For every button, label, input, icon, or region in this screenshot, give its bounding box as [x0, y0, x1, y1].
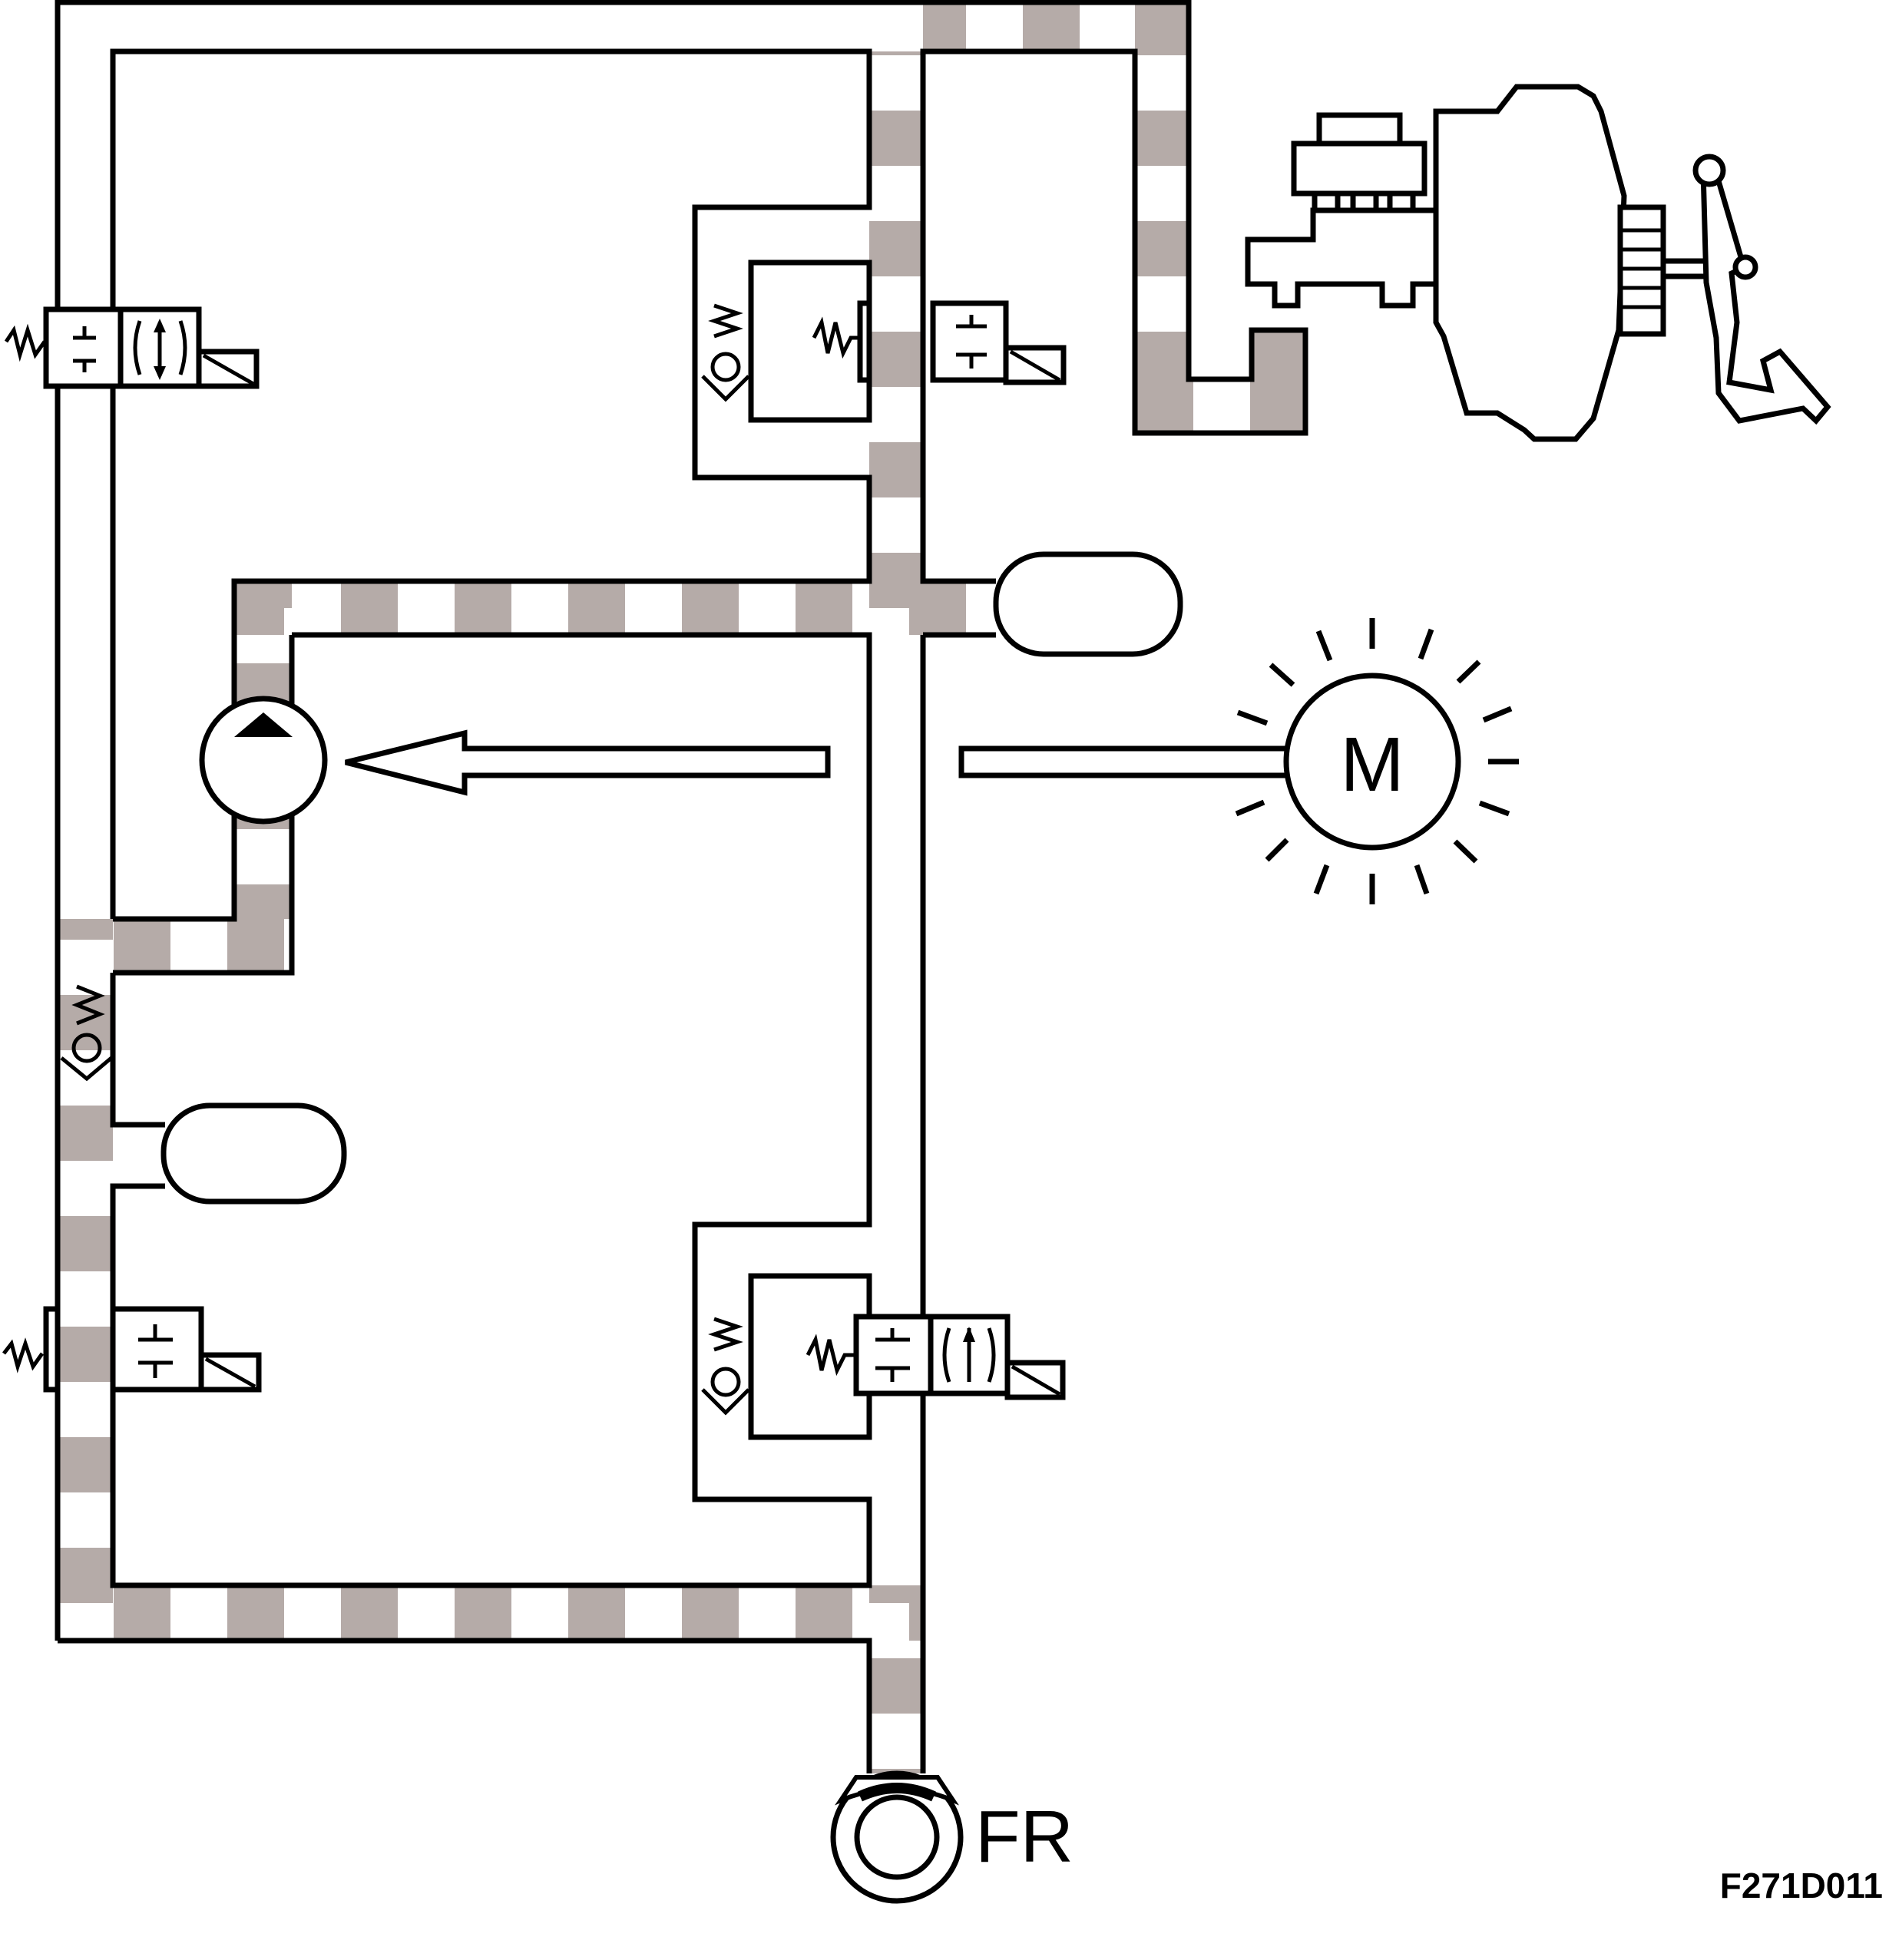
upper-left-solenoid-valve [4, 306, 260, 389]
pressure-channel-center-upper [869, 51, 923, 635]
brake-booster [1433, 84, 1627, 442]
check-spring-upper [708, 303, 743, 339]
pressurized-channels [58, 2, 1305, 1773]
pressure-channel-right-down [1135, 2, 1189, 440]
motor-label: M [1340, 722, 1404, 808]
wheel-cylinder-fr: FR [830, 1770, 1074, 1904]
lower-center-valve [701, 1273, 1066, 1440]
pressure-channel-left-lower [58, 919, 113, 1641]
master-cylinder-body [1245, 207, 1439, 309]
pressure-channel-pump-outlet [234, 581, 923, 635]
motor-housing [1283, 673, 1461, 851]
lower-accumulator [160, 1102, 347, 1205]
master-cylinder-assembly [1245, 84, 1831, 442]
pump-channel-outline [110, 632, 872, 1588]
lower-left-check-valve [60, 984, 113, 1082]
valve-spring [4, 323, 47, 362]
motor-shaft [958, 745, 1291, 778]
inner-upper-left-outline [110, 48, 872, 922]
center-lower-outline [920, 632, 996, 1773]
valve-spring [806, 1334, 856, 1377]
upper-accumulator [993, 551, 1183, 657]
pump [199, 696, 328, 825]
motor-running-rays [1235, 618, 1519, 904]
bottom-outline [58, 1638, 872, 1773]
pressure-channel-wheel-feed [869, 1585, 923, 1773]
wheel-label: FR [975, 1796, 1074, 1878]
outer-pipe-outline [55, 0, 1308, 1641]
brake-pedal [1700, 167, 1831, 425]
pressure-channel-bottom [58, 1585, 923, 1641]
lower-left-solenoid-valve [2, 1306, 262, 1393]
valve-spring [2, 1337, 45, 1373]
pipe-outlines [55, 0, 1308, 1773]
check-spring-lower [708, 1317, 743, 1352]
pedal-pivot [1692, 154, 1726, 187]
figure-code: F271D011 [1720, 1866, 1883, 1905]
pressure-channel-master-port [1252, 330, 1305, 433]
drive-arrow [345, 729, 831, 796]
pump-direction-triangle [234, 712, 293, 737]
pressure-channel-accumulator-feed [910, 581, 996, 635]
valve-spring [812, 316, 860, 359]
upper-center-valve [701, 259, 1067, 423]
pedal-link-pin [1732, 254, 1758, 280]
motor-drive: M [345, 618, 1519, 904]
